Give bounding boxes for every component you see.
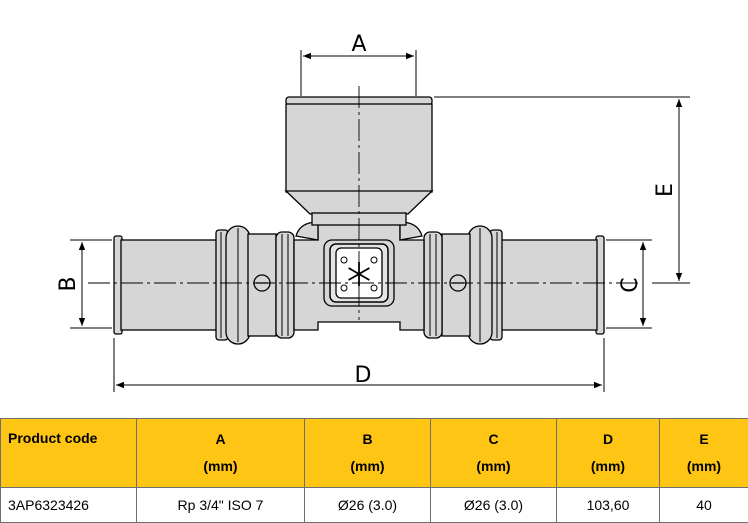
spec-table: Product code A (mm) B (mm) C (mm) D (mm)… — [0, 418, 748, 523]
header-name: A — [137, 426, 304, 453]
header-d: D (mm) — [557, 419, 660, 488]
cell-e: 40 — [660, 488, 748, 523]
cell-b: Ø26 (3.0) — [305, 488, 431, 523]
header-c: C (mm) — [431, 419, 557, 488]
header-name: E — [660, 426, 748, 453]
header-unit: (mm) — [557, 453, 659, 480]
cell-d: 103,60 — [557, 488, 660, 523]
header-a: A (mm) — [137, 419, 305, 488]
table-row: 3AP6323426 Rp 3/4" ISO 7 Ø26 (3.0) Ø26 (… — [1, 488, 748, 523]
fitting-technical-drawing: A E B C D — [0, 0, 748, 418]
header-e: E (mm) — [660, 419, 748, 488]
cell-a: Rp 3/4" ISO 7 — [137, 488, 305, 523]
right-pipe-socket — [424, 226, 604, 344]
header-name: Product code — [8, 430, 97, 446]
label-e: E — [653, 183, 678, 197]
header-unit: (mm) — [305, 453, 430, 480]
header-name: B — [305, 426, 430, 453]
cell-c: Ø26 (3.0) — [431, 488, 557, 523]
left-pipe-socket — [114, 226, 294, 344]
label-d: D — [355, 363, 372, 388]
header-unit: (mm) — [431, 453, 556, 480]
table-header-row: Product code A (mm) B (mm) C (mm) D (mm)… — [1, 419, 748, 488]
label-b: B — [56, 276, 81, 291]
label-c: C — [618, 277, 643, 292]
header-name: C — [431, 426, 556, 453]
header-unit: (mm) — [137, 453, 304, 480]
label-a: A — [351, 32, 366, 57]
header-b: B (mm) — [305, 419, 431, 488]
header-unit: (mm) — [660, 453, 748, 480]
header-name: D — [557, 426, 659, 453]
cell-product-code: 3AP6323426 — [1, 488, 137, 523]
header-product-code: Product code — [1, 419, 137, 488]
